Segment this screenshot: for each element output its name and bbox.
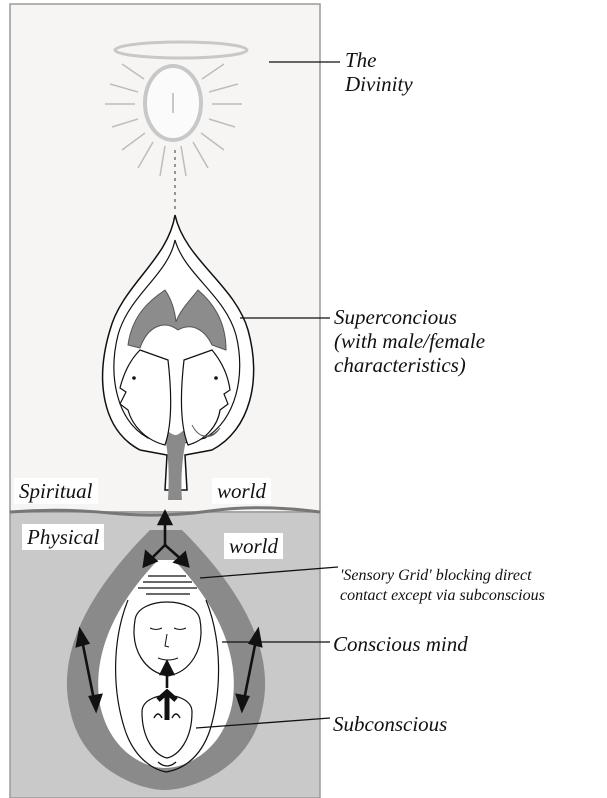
spiritual-label: Spiritual [14,478,98,504]
spiritual-world-label: world [212,478,271,504]
superconscious-label: Superconcious (with male/female characte… [334,305,485,377]
sensory-grid-label-line2: contact except via subconscious [340,586,545,606]
divinity-label-line2: Divinity [345,72,413,96]
divinity-label-line1: The [345,48,413,72]
divinity-label: The Divinity [345,48,413,96]
sensory-grid-label: 'Sensory Grid' blocking direct contact e… [340,566,545,606]
sensory-grid-label-line1: 'Sensory Grid' blocking direct [340,566,545,586]
superconscious-label-line1: Superconcious [334,305,485,329]
superconscious-label-line2: (with male/female [334,329,485,353]
conscious-label: Conscious mind [333,632,468,656]
physical-world-label: world [224,533,283,559]
superconscious-label-line3: characteristics) [334,353,485,377]
subconscious-label: Subconscious [333,712,447,736]
physical-label: Physical [22,524,104,550]
